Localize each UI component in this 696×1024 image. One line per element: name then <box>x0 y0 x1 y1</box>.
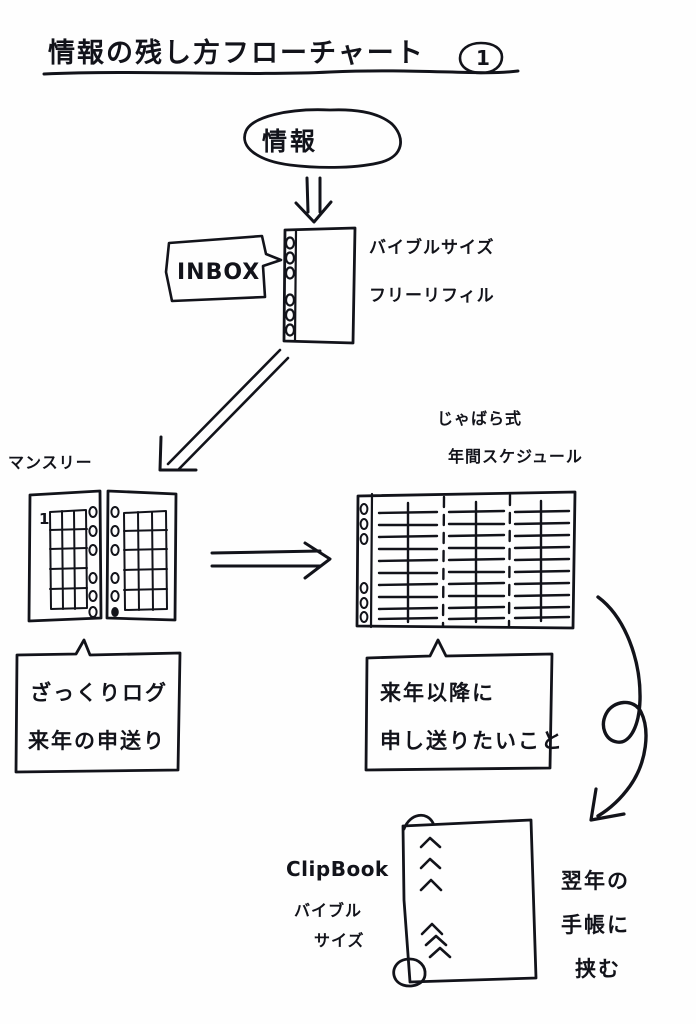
accordion-panel-2 <box>447 500 506 624</box>
accordion-fold-2 <box>507 493 512 628</box>
schedule-note-box <box>364 638 554 772</box>
binder-hole <box>110 506 120 518</box>
monthly-left-page <box>27 489 103 623</box>
binder-hole <box>284 236 296 250</box>
monthly-page-marker: 1 <box>39 510 50 528</box>
source-oval-label: 情報 <box>262 127 318 156</box>
inbox-page-outline <box>282 226 357 345</box>
binder-hole <box>88 606 98 618</box>
monthly-note-box <box>14 638 182 774</box>
binder-hole <box>88 572 98 584</box>
binder-hole <box>284 251 296 265</box>
final-note-line2: 手帳に <box>561 913 630 937</box>
refill-note-line2: フリーリフィル <box>369 286 495 306</box>
arrow2-head <box>158 435 198 472</box>
monthly-right-page <box>105 489 178 622</box>
accordion-label-line1: じゃばら式 <box>437 409 522 428</box>
binder-hole <box>359 582 369 594</box>
accordion-outline <box>355 490 577 630</box>
final-note-line1: 翌年の <box>561 869 630 893</box>
source-oval-shape <box>243 108 402 169</box>
binder-hole <box>359 503 369 515</box>
binder-hole <box>110 572 120 584</box>
refill-note-line1: バイブルサイズ <box>369 237 495 258</box>
arrow2-line-lower <box>166 348 282 466</box>
final-note-line3: 挟む <box>575 957 621 981</box>
schedule-note-line1: 来年以降に <box>380 681 495 705</box>
monthly-note-line2: 来年の申送り <box>28 729 166 753</box>
binder-hole <box>88 506 98 518</box>
arrow1-head <box>294 200 333 224</box>
binder-hole <box>88 525 98 537</box>
page-title: 情報の残し方フローチャート <box>48 37 425 69</box>
arrow3-line-upper <box>210 549 322 555</box>
binder-hole <box>284 323 296 337</box>
accordion-panel-3 <box>513 499 571 623</box>
binder-hole <box>88 590 98 602</box>
monthly-left-grid <box>49 509 88 610</box>
page-number-badge: 1 <box>476 46 490 70</box>
binder-hole <box>359 597 369 609</box>
clipbook-label-line2: バイブル <box>294 901 362 920</box>
clipbook-label-line3: サイズ <box>314 931 365 950</box>
binder-hole <box>359 533 369 545</box>
monthly-note-line1: ざっくりログ <box>30 681 168 705</box>
schedule-note-line2: 申し送りたいこと <box>380 729 564 753</box>
accordion-margin <box>369 492 374 629</box>
inbox-bubble-shape <box>164 234 283 303</box>
binder-hole <box>110 544 120 556</box>
arrow2-line-upper <box>176 356 290 472</box>
binder-hole <box>88 544 98 556</box>
arrow1-line-left <box>305 176 310 214</box>
accordion-label-line2: 年間スケジュール <box>448 447 583 466</box>
clipbook-bottom-clip <box>392 957 427 988</box>
clipbook-caret-marks <box>419 836 452 959</box>
monthly-notebook-label: マンスリー <box>8 453 93 472</box>
binder-hole <box>359 611 369 623</box>
accordion-panel-1 <box>377 501 439 624</box>
clipbook-outline <box>401 818 538 984</box>
binder-hole <box>284 293 296 307</box>
binder-hole <box>111 607 119 617</box>
inbox-page-margin-line <box>293 229 298 343</box>
inbox-callout-label: INBOX <box>177 260 260 285</box>
binder-hole <box>110 590 120 602</box>
loop-arrow-curve <box>596 595 648 818</box>
clipbook-top-clip <box>402 814 435 831</box>
binder-hole <box>284 308 296 322</box>
accordion-fold-1 <box>441 495 446 628</box>
binder-hole <box>110 525 120 537</box>
monthly-right-grid <box>123 510 168 611</box>
binder-hole <box>359 518 369 530</box>
page-badge-circle <box>458 41 504 75</box>
loop-arrow-head <box>589 787 626 822</box>
arrow3-head <box>303 541 332 580</box>
binder-hole <box>284 266 296 280</box>
clipbook-label-line1: ClipBook <box>286 857 389 881</box>
